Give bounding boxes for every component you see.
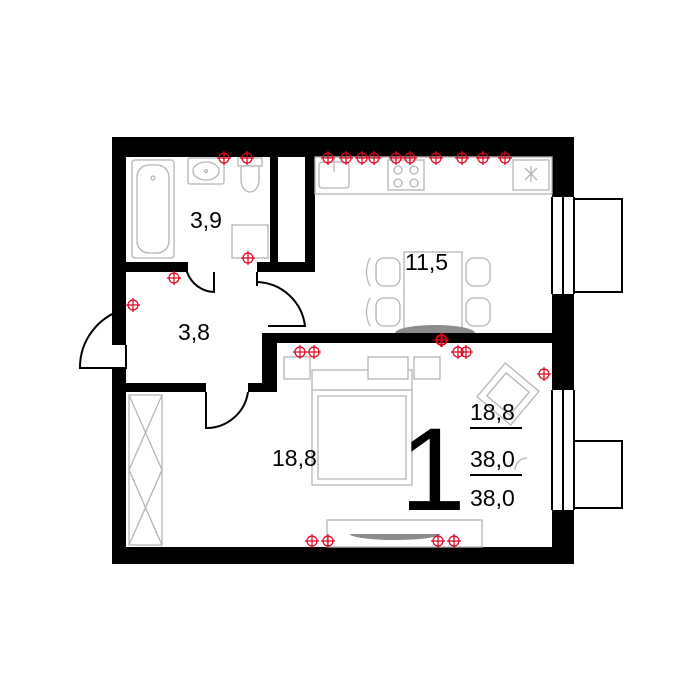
armchair-icon (476, 362, 540, 426)
hall-area-label: 3,8 (178, 319, 210, 345)
kitchen-area-label: 11,5 (405, 249, 448, 275)
door-icon (205, 391, 249, 430)
toilet-icon (237, 157, 263, 193)
socket-icon (429, 151, 443, 165)
sink-icon (187, 157, 225, 185)
summary-total-area-2: 38,0 (470, 485, 515, 511)
stove-icon (387, 159, 425, 191)
socket-icon (367, 151, 381, 165)
socket-icon (455, 151, 469, 165)
window-icon (551, 390, 623, 510)
summary-living-area: 18,8 (470, 399, 515, 425)
socket-icon (217, 151, 231, 165)
wall-right-3 (552, 510, 574, 564)
socket-icon (537, 367, 551, 381)
walls (112, 137, 574, 564)
wall-kitchen-living (262, 333, 552, 343)
wall-bath-right (270, 137, 278, 272)
doors (78, 262, 307, 430)
socket-icon (459, 345, 473, 359)
wall-hall-bottom (126, 383, 206, 392)
socket-icon (447, 534, 461, 548)
socket-icon (293, 345, 307, 359)
socket-icon (389, 151, 403, 165)
wall-hall-right (262, 333, 277, 391)
wall-bath-bottom (112, 262, 187, 272)
rooms-count-label: 1 (400, 404, 466, 536)
wall-hall-bottom-right (248, 383, 277, 392)
wall-bottom (112, 547, 574, 564)
wall-left-upper (112, 137, 126, 345)
wall-left-lower (112, 368, 126, 564)
windows (551, 197, 623, 510)
wall-right-2 (552, 294, 574, 390)
socket-icon (339, 151, 353, 165)
living-area-label: 18,8 (272, 445, 317, 471)
socket-icon (305, 534, 319, 548)
socket-icon (126, 298, 140, 312)
socket-icon (307, 345, 321, 359)
wardrobe-icon (128, 394, 163, 546)
bathtub-icon (131, 159, 175, 259)
socket-icon (434, 333, 448, 347)
tv-stand (326, 519, 483, 548)
socket-icon (167, 271, 181, 285)
wall-top (112, 137, 574, 157)
socket-icon (241, 251, 255, 265)
socket-icon (321, 151, 335, 165)
door-icon (186, 262, 215, 294)
socket-icon (498, 151, 512, 165)
hood-icon (524, 166, 538, 182)
sockets (126, 151, 551, 548)
wall-bath-bottom-right (257, 262, 277, 272)
kitchen-counter (314, 156, 553, 195)
summary-total-area: 38,0 (470, 446, 515, 472)
door-icon (256, 272, 307, 327)
socket-icon (476, 151, 490, 165)
socket-icon (321, 534, 335, 548)
socket-icon (431, 534, 445, 548)
radiator (395, 325, 475, 333)
desk-chair (514, 457, 528, 471)
nightstand-icon (283, 356, 441, 380)
bathroom-area-label: 3,9 (190, 207, 222, 233)
socket-icon (240, 151, 254, 165)
wall-right-1 (552, 137, 574, 197)
bed-icon (311, 369, 413, 486)
wall-shaft-right (305, 137, 315, 272)
wall-shaft-bottom (270, 262, 315, 272)
window-icon (551, 197, 623, 294)
socket-icon (403, 151, 417, 165)
door-icon (78, 308, 127, 369)
